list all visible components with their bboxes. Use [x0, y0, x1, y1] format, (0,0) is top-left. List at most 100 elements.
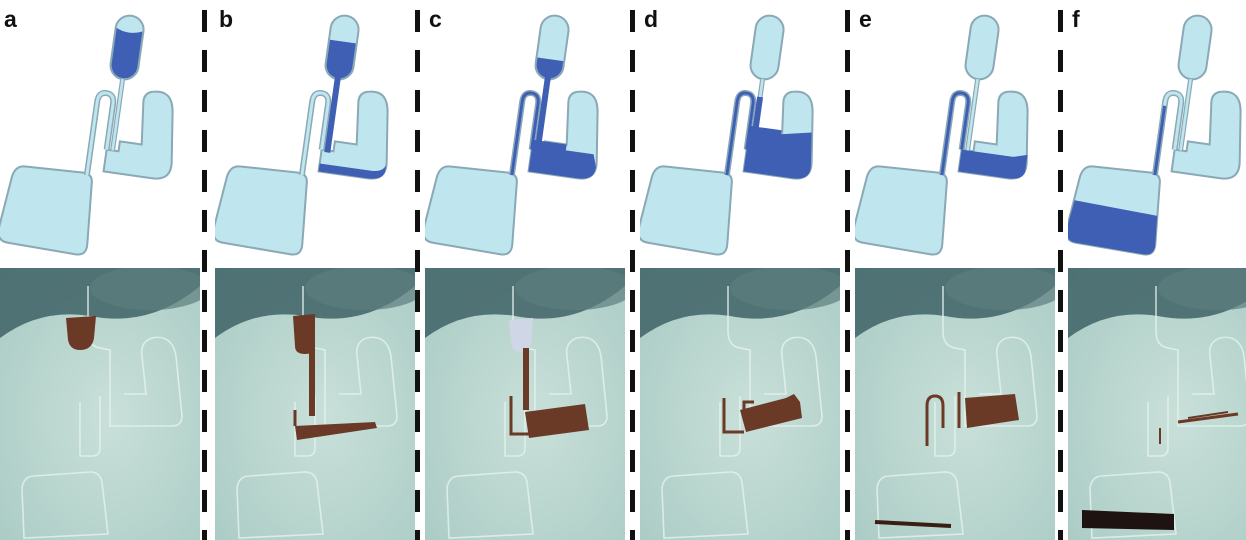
panel-a: a — [0, 0, 200, 540]
panel-c: c — [425, 0, 625, 540]
divider-dash — [1058, 210, 1063, 232]
divider-dash — [1058, 370, 1063, 392]
divider-dash — [202, 330, 207, 352]
panel-label: e — [859, 6, 872, 33]
divider-dash — [845, 490, 850, 512]
divider-dash — [415, 370, 420, 392]
chip-schematic — [640, 2, 831, 265]
divider-dash — [630, 370, 635, 392]
divider-dash — [415, 50, 420, 72]
collection-chamber — [0, 162, 97, 256]
dashed-divider — [845, 10, 851, 540]
dashed-divider — [630, 10, 636, 540]
divider-dash — [630, 170, 635, 192]
collection-chamber — [215, 162, 312, 256]
photo-c — [425, 268, 625, 540]
dashed-divider — [202, 10, 208, 540]
divider-dash — [202, 450, 207, 472]
divider-dash — [202, 170, 207, 192]
divider-dash — [1058, 170, 1063, 192]
divider-dash — [845, 290, 850, 312]
divider-dash — [1058, 530, 1063, 540]
panel-label: f — [1072, 6, 1080, 33]
dashed-divider — [1058, 10, 1064, 540]
divider-dash — [1058, 490, 1063, 512]
divider-dash — [630, 450, 635, 472]
divider-dash — [202, 10, 207, 32]
chip-schematic — [855, 2, 1046, 265]
divider-dash — [202, 130, 207, 152]
divider-dash — [415, 330, 420, 352]
divider-dash — [202, 290, 207, 312]
schematic-c — [425, 0, 625, 265]
photo-d — [640, 268, 840, 540]
divider-dash — [630, 90, 635, 112]
divider-dash — [845, 90, 850, 112]
photo-b — [215, 268, 415, 540]
divider-dash — [630, 210, 635, 232]
panel-f: f — [1068, 0, 1246, 540]
divider-dash — [415, 170, 420, 192]
divider-dash — [1058, 290, 1063, 312]
reservoir-bulb — [749, 14, 786, 81]
divider-dash — [845, 210, 850, 232]
divider-dash — [845, 330, 850, 352]
photo-f — [1068, 268, 1246, 540]
divider-dash — [1058, 90, 1063, 112]
divider-dash — [845, 170, 850, 192]
divider-dash — [1058, 50, 1063, 72]
divider-dash — [415, 250, 420, 272]
divider-dash — [845, 410, 850, 432]
photo-a — [0, 268, 200, 540]
collection-chamber — [855, 162, 952, 256]
reservoir-bulb — [1177, 14, 1214, 81]
schematic-e — [855, 0, 1055, 265]
divider-dash — [845, 450, 850, 472]
panel-d: d — [640, 0, 840, 540]
divider-dash — [845, 250, 850, 272]
divider-dash — [630, 10, 635, 32]
divider-dash — [630, 130, 635, 152]
divider-dash — [1058, 410, 1063, 432]
schematic-b — [215, 0, 415, 265]
divider-dash — [202, 210, 207, 232]
divider-dash — [1058, 450, 1063, 472]
chip-schematic — [215, 2, 406, 265]
divider-dash — [415, 290, 420, 312]
divider-dash — [415, 210, 420, 232]
reservoir-bulb — [964, 14, 1001, 81]
divider-dash — [202, 410, 207, 432]
divider-dash — [845, 10, 850, 32]
chip-schematic — [0, 2, 191, 265]
schematic-f — [1068, 0, 1246, 265]
schematic-d — [640, 0, 840, 265]
divider-dash — [1058, 130, 1063, 152]
chip-schematic — [425, 2, 616, 265]
liquid — [1155, 106, 1165, 175]
divider-dash — [630, 410, 635, 432]
schematic-a — [0, 0, 200, 265]
panel-e: e — [855, 0, 1055, 540]
liquid-foam — [509, 318, 533, 352]
panel-b: b — [215, 0, 415, 540]
photo-e — [855, 268, 1055, 540]
divider-dash — [845, 130, 850, 152]
dashed-divider — [415, 10, 421, 540]
divider-dash — [415, 90, 420, 112]
panel-label: a — [4, 6, 17, 33]
panel-label: c — [429, 6, 442, 33]
divider-dash — [202, 490, 207, 512]
divider-dash — [415, 450, 420, 472]
divider-dash — [415, 410, 420, 432]
divider-dash — [202, 90, 207, 112]
chip-schematic — [1068, 2, 1246, 265]
panel-label: d — [644, 6, 658, 33]
divider-dash — [630, 290, 635, 312]
divider-dash — [202, 370, 207, 392]
divider-dash — [845, 370, 850, 392]
collection-chamber — [425, 162, 522, 256]
divider-dash — [630, 530, 635, 540]
divider-dash — [415, 530, 420, 540]
collection-chamber — [640, 162, 737, 256]
